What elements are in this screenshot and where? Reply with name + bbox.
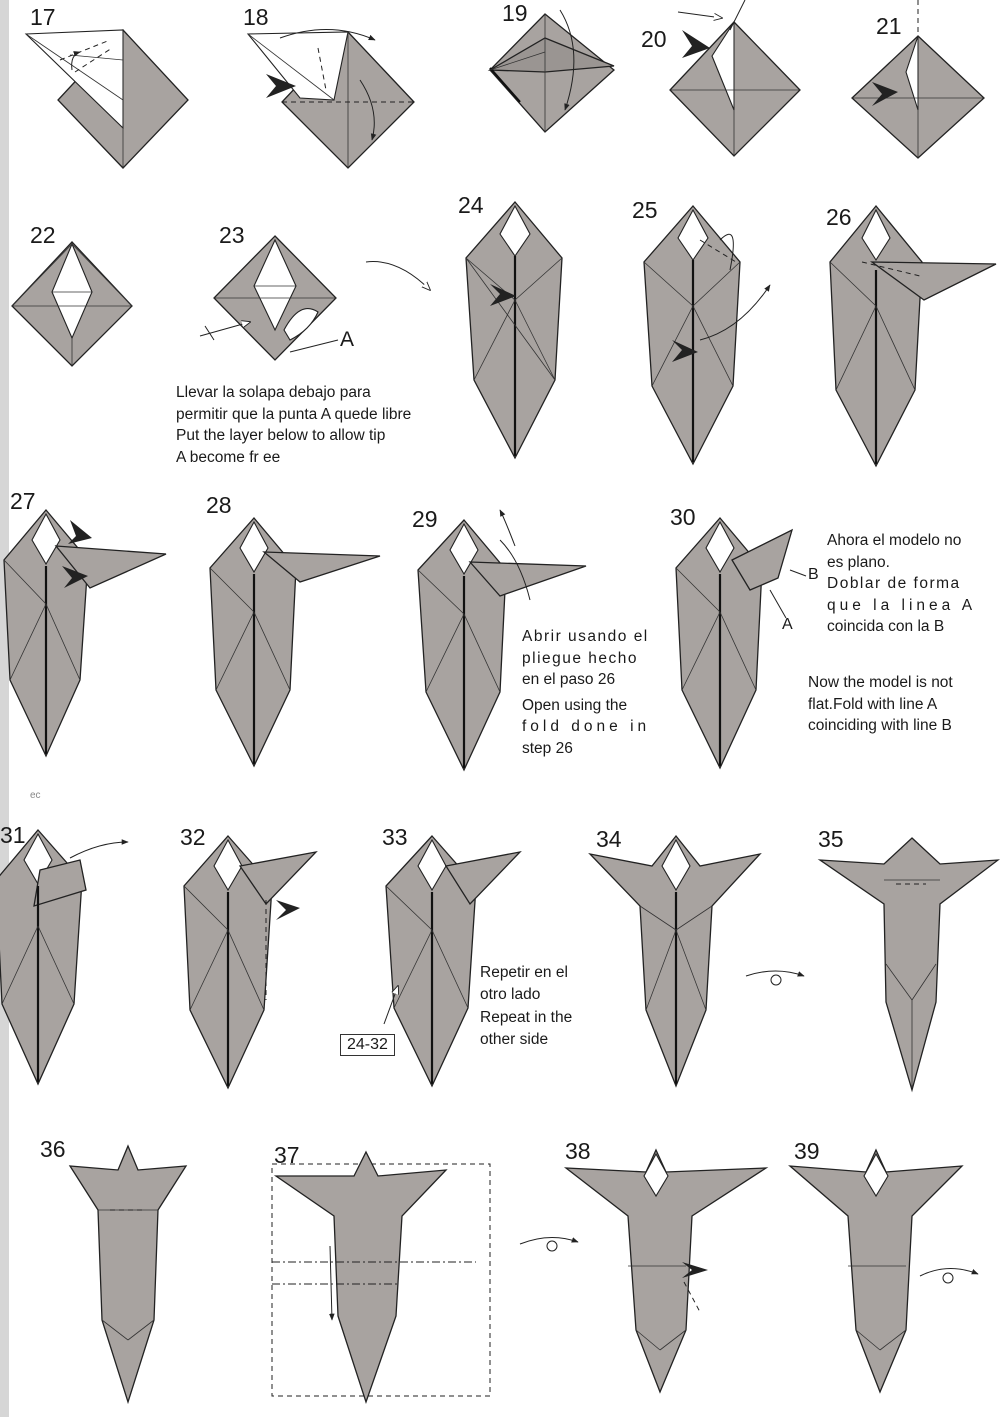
step-32-figure <box>183 835 318 1090</box>
step-number: 36 <box>40 1136 66 1162</box>
note-line: Llevar la solapa debajo para <box>176 384 371 401</box>
step-number: 18 <box>243 4 269 30</box>
note-line: Now the model is not <box>808 674 953 691</box>
step-number: 35 <box>818 826 844 852</box>
note-step-30-en: Now the model is not flat.Fold with line… <box>808 672 953 737</box>
note-line: Doblar de forma <box>827 575 961 592</box>
step-number: 24 <box>458 192 484 218</box>
step-30-figure <box>675 517 807 770</box>
step-number: 31 <box>0 822 26 848</box>
step-27-figure <box>3 508 167 758</box>
step-number: 30 <box>670 504 696 530</box>
step-number: 34 <box>596 826 622 852</box>
step-33-figure <box>383 835 522 1088</box>
note-line: permitir que la punta A quede libre <box>176 405 412 423</box>
note-line: Ahora el modelo no <box>827 532 962 549</box>
note-step-33: Repetir en el otro lado Repeat in the ot… <box>480 962 572 1050</box>
note-line: Repeat in the <box>480 1009 573 1026</box>
note-line: que la linea A <box>827 596 977 614</box>
step-number: 25 <box>632 197 658 223</box>
step-38-figure <box>519 1148 769 1394</box>
note-line: coincida con la B <box>827 618 945 635</box>
note-line: Abrir usando el <box>522 628 649 645</box>
step-18-figure <box>246 29 415 169</box>
label-ec: ec <box>30 790 41 801</box>
note-step-30-es: Ahora el modelo no es plano. Doblar de f… <box>827 530 976 638</box>
step-number: 26 <box>826 204 852 230</box>
step-number: 23 <box>219 222 245 248</box>
note-line: coinciding with line B <box>808 717 952 734</box>
step-number: 33 <box>382 824 408 850</box>
step-28-figure <box>209 517 381 768</box>
step-number: 32 <box>180 824 206 850</box>
step-24-figure <box>465 201 563 460</box>
range-label-24-32: 24-32 <box>340 1034 395 1056</box>
label-a-step-23: A <box>340 328 355 351</box>
step-number: 19 <box>502 0 528 26</box>
step-22-figure <box>11 241 133 367</box>
step-number: 22 <box>30 222 56 248</box>
step-29-figure <box>417 509 587 772</box>
scan-margin <box>0 0 9 1417</box>
note-line: flat.Fold with line A <box>808 695 938 713</box>
step-number: 17 <box>30 4 56 30</box>
step-20-figure <box>669 0 801 157</box>
note-line: other side <box>480 1030 549 1048</box>
note-line: Put the layer below to allow tip <box>176 427 386 444</box>
step-39-figure <box>788 1148 979 1394</box>
step-36-figure <box>68 1144 188 1405</box>
step-34-figure <box>588 834 805 1088</box>
step-21-figure <box>851 0 985 159</box>
step-number: 21 <box>876 13 902 39</box>
label-a-step-30: A <box>782 616 793 633</box>
note-line: Open using the <box>522 696 628 714</box>
step-31-figure <box>0 829 129 1086</box>
note-line: step 26 <box>522 739 573 757</box>
step-number: 20 <box>641 26 667 52</box>
step-37-figure <box>271 1150 491 1405</box>
step-25-figure <box>643 205 771 466</box>
step-number: 28 <box>206 492 232 518</box>
note-line: pliegue hecho <box>522 649 639 667</box>
note-line: otro lado <box>480 985 541 1003</box>
step-17-figure <box>24 29 189 169</box>
step-23-figure <box>199 235 430 361</box>
step-number: 39 <box>794 1138 820 1164</box>
note-step-23: Llevar la solapa debajo para permitir qu… <box>176 382 411 468</box>
label-b-step-30: B <box>808 566 819 583</box>
step-35-figure <box>817 837 1000 1093</box>
note-line: en el paso 26 <box>522 671 616 688</box>
step-number: 38 <box>565 1138 591 1164</box>
note-line: es plano. <box>827 553 890 571</box>
note-line: Repetir en el <box>480 964 568 981</box>
note-line: A become fr ee <box>176 448 281 466</box>
step-26-figure <box>829 204 997 468</box>
step-number: 27 <box>10 488 36 514</box>
note-step-29: Abrir usando el pliegue hecho en el paso… <box>522 626 650 759</box>
step-19-figure <box>487 9 616 133</box>
step-number: 29 <box>412 506 438 532</box>
step-number: 37 <box>274 1142 300 1168</box>
note-line: fold done in <box>522 718 651 735</box>
